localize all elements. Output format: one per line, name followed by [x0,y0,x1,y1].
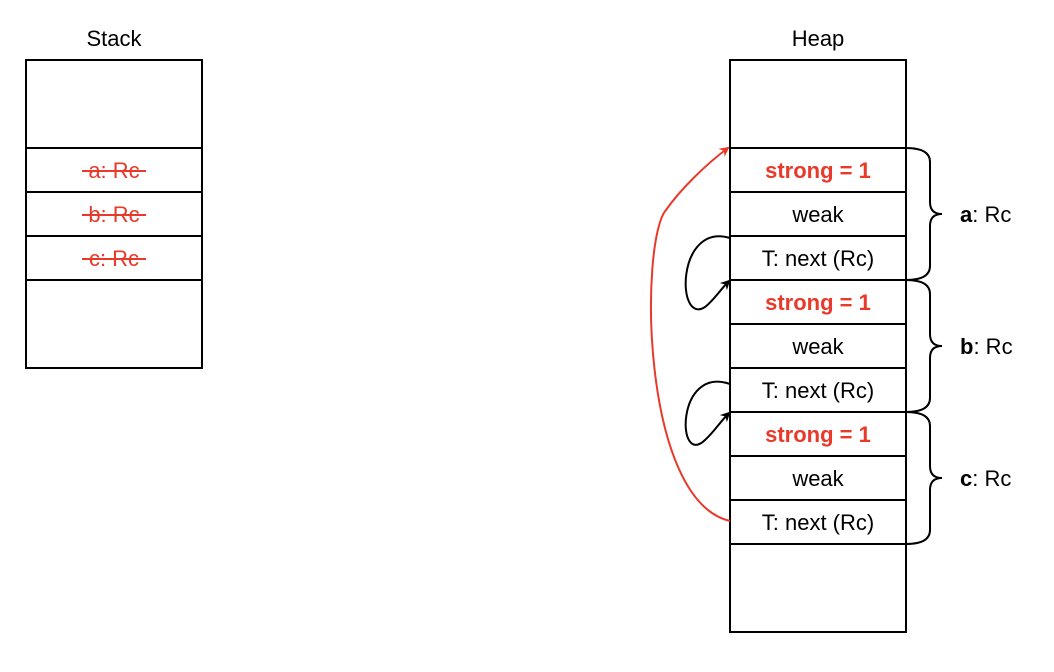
weak-count-cell: weak [791,466,844,491]
group-label-type: : Rc [972,202,1011,227]
strong-count-cell: strong = 1 [765,290,871,315]
next-field-cell: T: next (Rc) [762,246,874,271]
stack: Stack a: Rc b: Rc c: Rc [25,26,203,369]
stack-var-b: b: Rc [82,202,146,227]
group-label-type: : Rc [972,466,1011,491]
weak-count-cell: weak [791,202,844,227]
group-brace [905,411,943,545]
group-brace [905,279,943,413]
group-brace [905,147,943,281]
stack-title: Stack [86,26,142,51]
arrows [649,146,731,522]
group-label-name: b [960,334,973,359]
heap-frame [729,59,907,633]
cycle-pointer-arrow [649,146,731,522]
group-label-b: b: Rc [960,334,1013,359]
strong-count-cell: strong = 1 [765,422,871,447]
strong-count-cell: strong = 1 [765,158,871,183]
group-label-type: : Rc [973,334,1012,359]
next-field-cell: T: next (Rc) [762,378,874,403]
group-braces: a: Rcb: Rcc: Rc [905,147,1013,545]
weak-count-cell: weak [791,334,844,359]
group-label-name: a [960,202,973,227]
heap-cells: strong = 1 weak T: next (Rc) strong = 1 weak… [730,147,906,545]
next-field-cell: T: next (Rc) [762,510,874,535]
next-pointer-arrow [684,380,731,446]
next-pointer-arrow [684,235,731,311]
heap-title: Heap [792,26,845,51]
group-label-name: c [960,466,972,491]
stack-var-a: a: Rc [82,158,146,183]
group-label-a: a: Rc [960,202,1011,227]
group-label-c: c: Rc [960,466,1011,491]
stack-var-c: c: Rc [82,246,146,271]
